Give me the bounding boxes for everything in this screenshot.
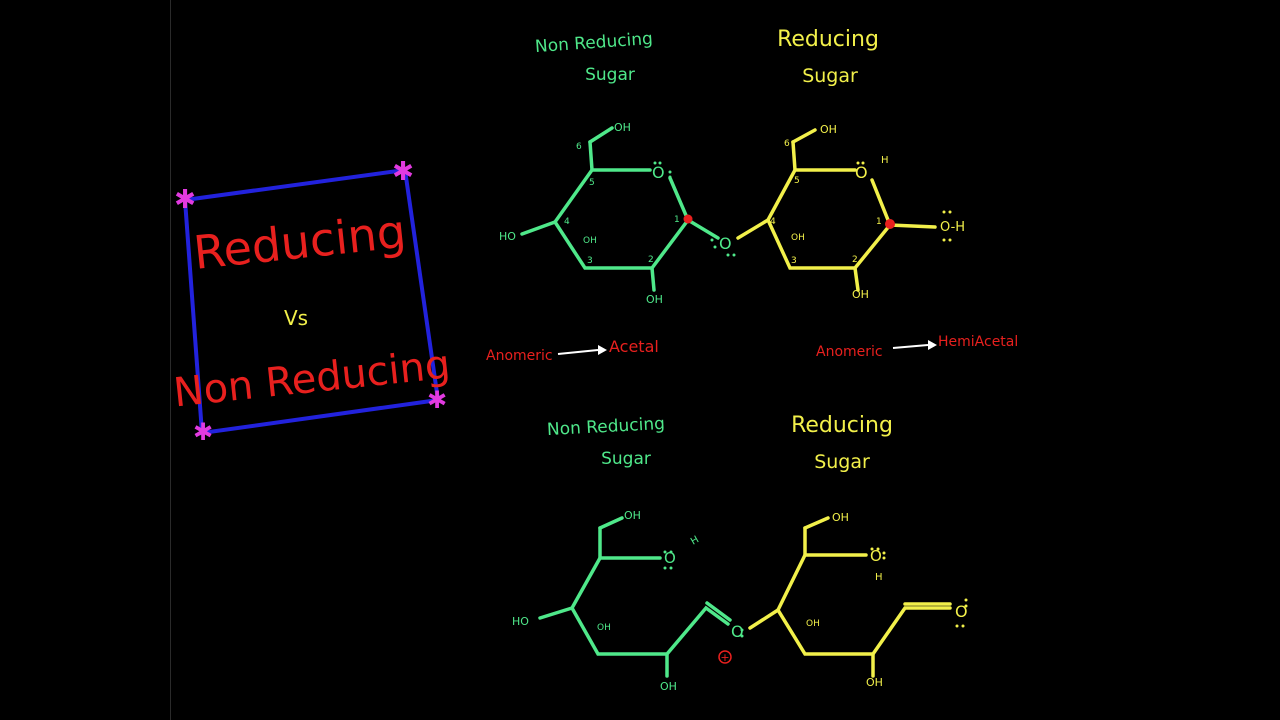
lone-pair-dots <box>653 161 744 638</box>
label-ho: HO <box>512 615 529 628</box>
hydroxyl-oxygen: O <box>664 549 676 567</box>
top-right-heading-line2: Sugar <box>802 65 858 87</box>
label-oh: OH <box>646 293 663 306</box>
bottom-right-heading-line1: Reducing <box>791 413 893 438</box>
note-anomeric: Anomeric <box>486 348 553 364</box>
top-left-ring-labels: OH HO OH OH O 6 5 4 3 2 1 <box>499 121 680 306</box>
anomeric-carbon-dot <box>885 219 895 229</box>
label-number: 4 <box>564 217 570 227</box>
title-box-frame <box>182 167 441 436</box>
label-h: H <box>875 572 883 583</box>
hydroxyl-oxygen: O <box>870 547 882 565</box>
carbonyl-oxygen: O <box>955 602 968 621</box>
ring-oxygen: O <box>855 163 868 182</box>
label-number: 4 <box>770 217 776 227</box>
bottom-left-chain-labels: OH O H HO OH OH <box>512 509 701 693</box>
top-right-ring-labels: OH OH OH O H O-H 6 5 4 3 2 1 <box>770 123 965 301</box>
glycosidic-oxygen: O <box>719 234 732 253</box>
label-number: 5 <box>794 176 800 186</box>
star-bottom-left: ✱ <box>193 418 213 446</box>
top-left-heading-line2: Sugar <box>585 65 635 85</box>
label-number: 6 <box>784 139 790 149</box>
bottom-right-chain-labels: OH O H OH OH O <box>806 511 968 689</box>
top-left-heading-line1: Non Reducing <box>534 29 653 57</box>
label-number: 5 <box>589 178 595 188</box>
hydroxyl-oh: O-H <box>940 220 965 235</box>
bottom-right-heading-line2: Sugar <box>814 451 870 473</box>
ring-oxygen: O <box>652 163 665 182</box>
label-oh: OH <box>791 233 805 243</box>
left-margin-line <box>170 0 171 720</box>
label-oh: OH <box>806 619 820 629</box>
label-oh: OH <box>614 121 631 134</box>
top-right-ring <box>736 128 937 292</box>
label-oh: OH <box>583 236 597 246</box>
label-oh: OH <box>866 676 883 689</box>
anomeric-carbon-dot <box>683 214 693 224</box>
label-h: H <box>881 155 889 166</box>
right-anomeric-note: Anomeric HemiAcetal <box>816 334 1018 360</box>
top-headings: Non Reducing Sugar Reducing Sugar <box>534 27 879 87</box>
top-right-heading-line1: Reducing <box>777 27 879 52</box>
label-oh: OH <box>832 511 849 524</box>
top-left-ring <box>520 126 720 292</box>
label-oh: OH <box>820 123 837 136</box>
star-top-left: ✱ <box>174 185 196 215</box>
label-number: 3 <box>587 256 593 266</box>
label-number: 2 <box>648 255 654 265</box>
note-acetal: Acetal <box>609 337 659 356</box>
title-vs: Vs <box>284 306 308 330</box>
carbonyl-oxygen: O <box>731 622 744 641</box>
bottom-left-heading-line1: Non Reducing <box>546 414 665 440</box>
bottom-right-chain <box>748 516 952 678</box>
label-ho: HO <box>499 230 516 243</box>
star-bottom-right: ✱ <box>427 386 447 414</box>
title-box: ✱ ✱ ✱ ✱ Reducing Vs Non Reducing <box>171 157 452 446</box>
label-number: 1 <box>674 215 680 225</box>
label-number: 3 <box>791 256 797 266</box>
positive-charge-circle <box>718 650 732 664</box>
label-number: 1 <box>876 217 882 227</box>
bottom-left-heading-line2: Sugar <box>601 449 651 469</box>
note-hemiacetal: HemiAcetal <box>938 334 1018 350</box>
label-oh: OH <box>660 680 677 693</box>
title-reducing: Reducing <box>191 204 408 280</box>
star-top-right: ✱ <box>392 157 414 187</box>
positive-charge: + <box>720 651 729 664</box>
label-h: H <box>689 534 701 547</box>
label-oh: OH <box>597 623 611 633</box>
lone-pair-dots-yellow <box>856 161 968 628</box>
label-number: 6 <box>576 142 582 152</box>
bottom-left-chain <box>538 516 732 678</box>
left-anomeric-note: Anomeric Acetal <box>486 337 659 364</box>
label-number: 2 <box>852 255 858 265</box>
note-anomeric: Anomeric <box>816 344 883 360</box>
label-oh: OH <box>624 509 641 522</box>
label-oh: OH <box>852 288 869 301</box>
bottom-headings: Non Reducing Sugar Reducing Sugar <box>546 413 892 473</box>
